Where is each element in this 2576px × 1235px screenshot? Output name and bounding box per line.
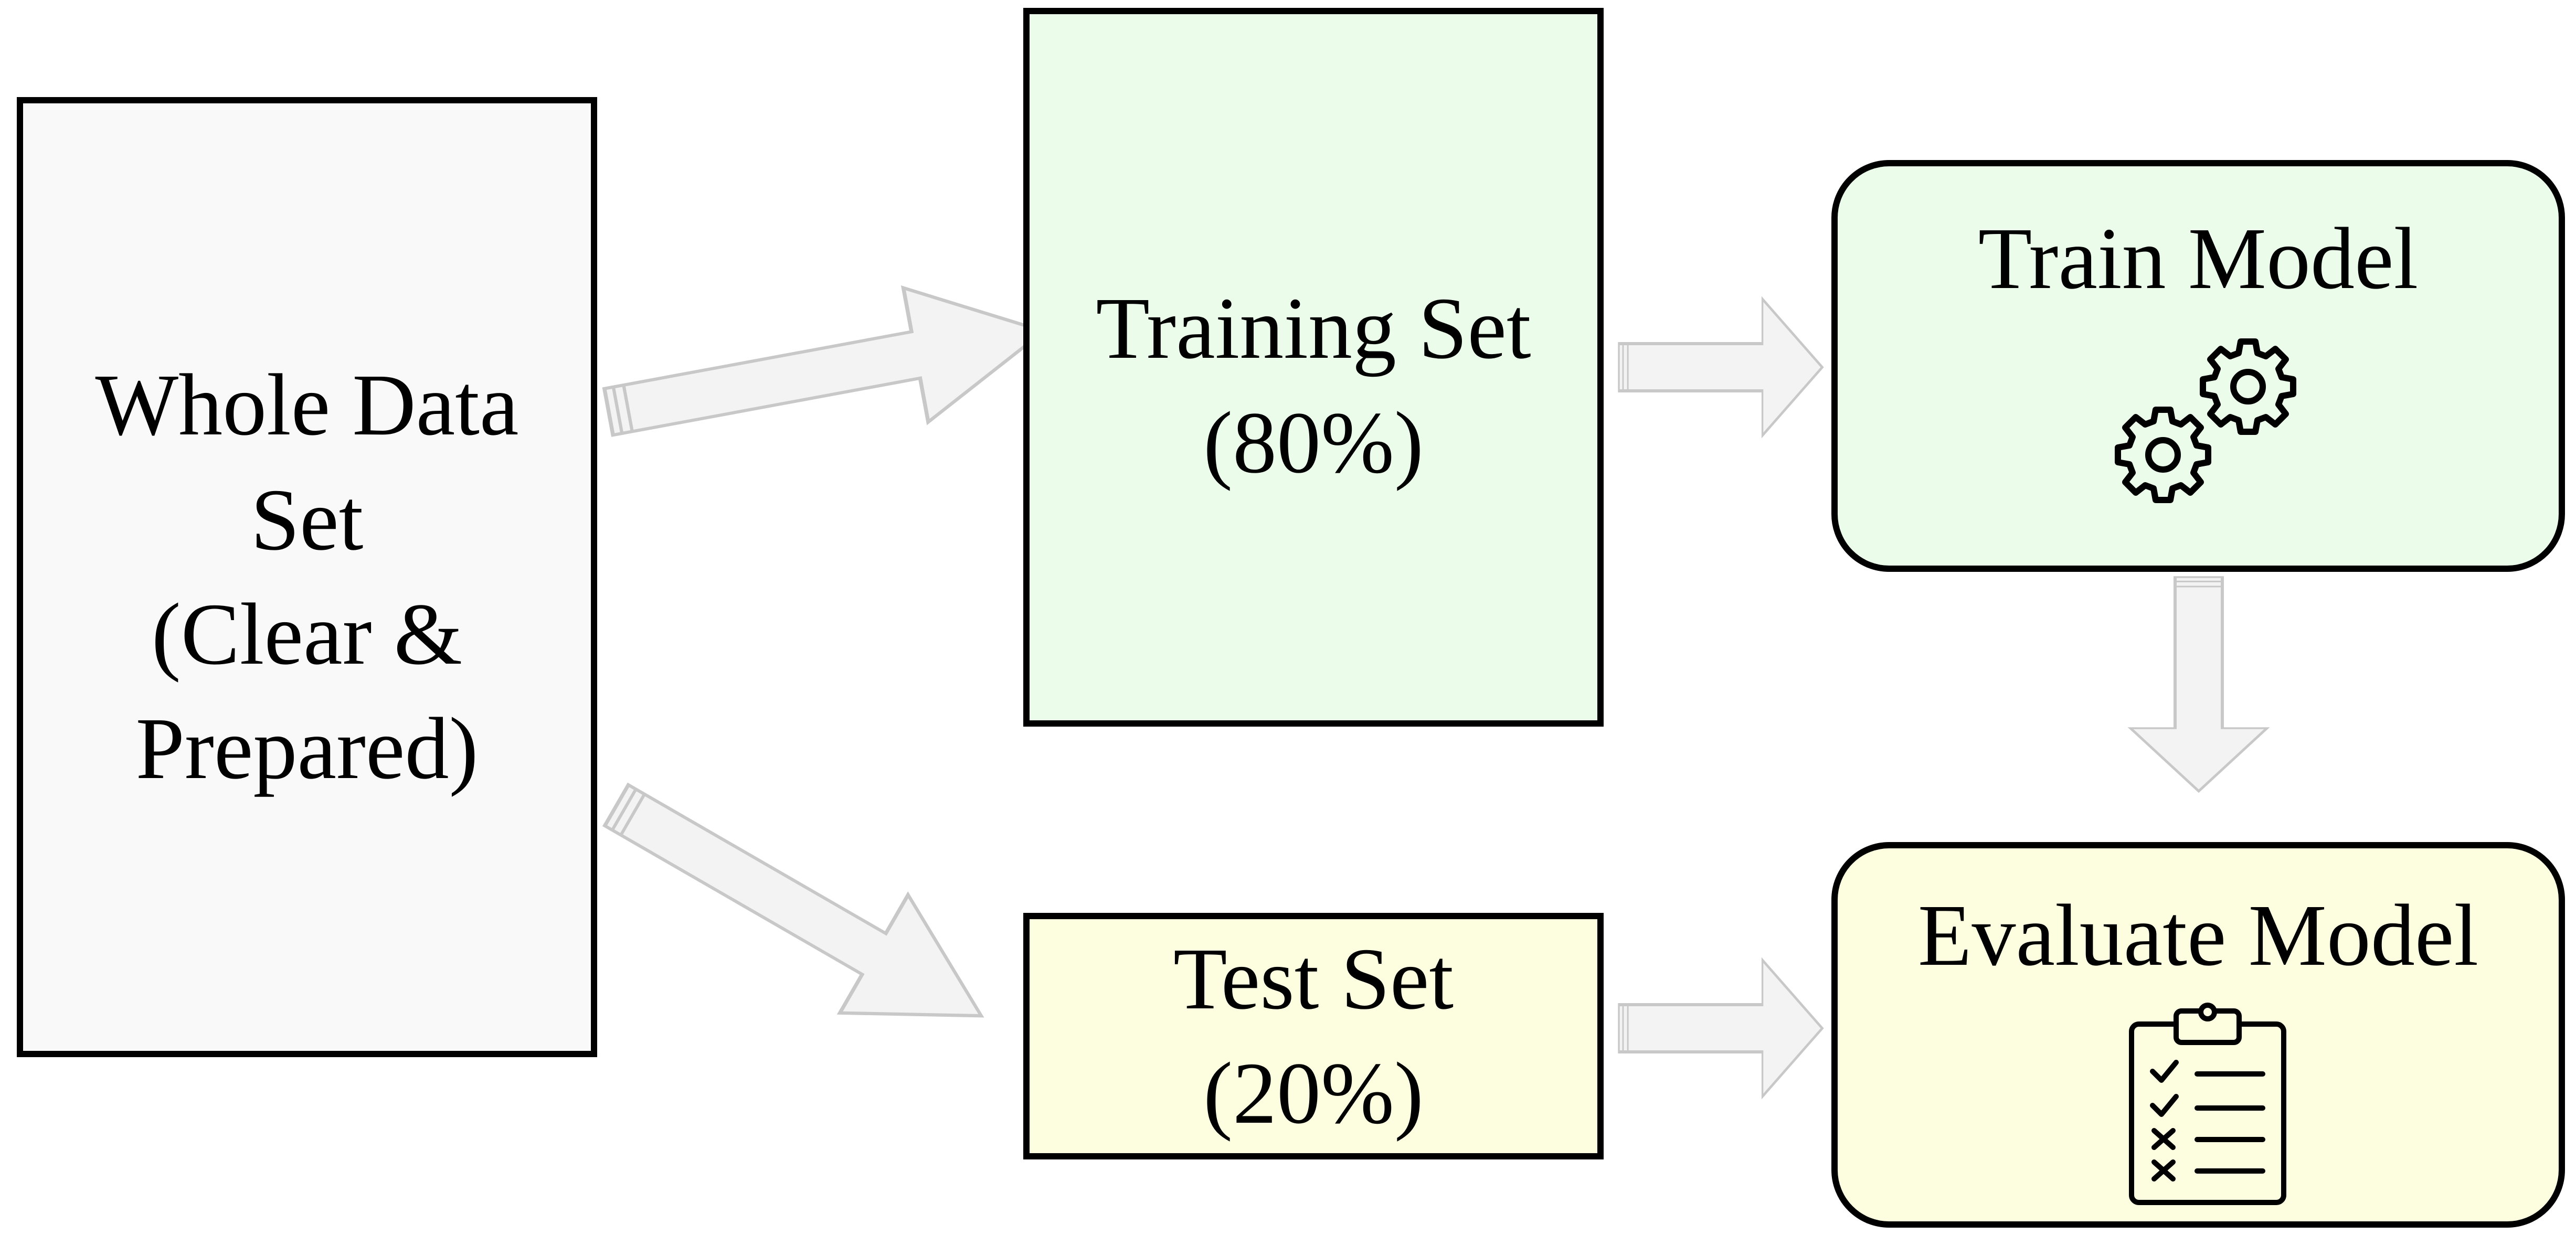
test-set-line-1: Test Set bbox=[1173, 930, 1454, 1028]
whole-data-set-box: Whole Data Set (Clear & Prepared) bbox=[17, 97, 597, 1057]
training-set-box: Training Set (80%) bbox=[1023, 8, 1604, 727]
arrow-train-to-evaluate-model bbox=[2130, 577, 2267, 791]
train-model-box: Train Model bbox=[1831, 160, 2565, 572]
training-set-line-2: (80%) bbox=[1203, 394, 1424, 492]
evaluate-model-title: Evaluate Model bbox=[1917, 887, 2479, 984]
gears-icon bbox=[2115, 338, 2296, 503]
arrow-test-to-evaluate-model bbox=[1619, 960, 1822, 1096]
clipboard-checklist-icon bbox=[2129, 1003, 2286, 1205]
test-set-box: Test Set (20%) bbox=[1023, 913, 1604, 1159]
train-model-title: Train Model bbox=[1978, 210, 2419, 307]
arrow-whole-to-training bbox=[596, 264, 1056, 479]
evaluate-model-box: Evaluate Model bbox=[1831, 842, 2565, 1228]
training-set-line-1: Training Set bbox=[1096, 280, 1531, 377]
test-set-line-2: (20%) bbox=[1203, 1045, 1424, 1142]
whole-data-line-4: Prepared) bbox=[135, 700, 479, 798]
whole-data-line-3: (Clear & bbox=[151, 585, 463, 683]
whole-data-line-2: Set bbox=[250, 471, 364, 569]
arrow-training-to-train-model bbox=[1619, 299, 1822, 435]
whole-data-line-1: Whole Data bbox=[95, 356, 519, 454]
arrow-whole-to-test bbox=[582, 746, 1015, 1074]
